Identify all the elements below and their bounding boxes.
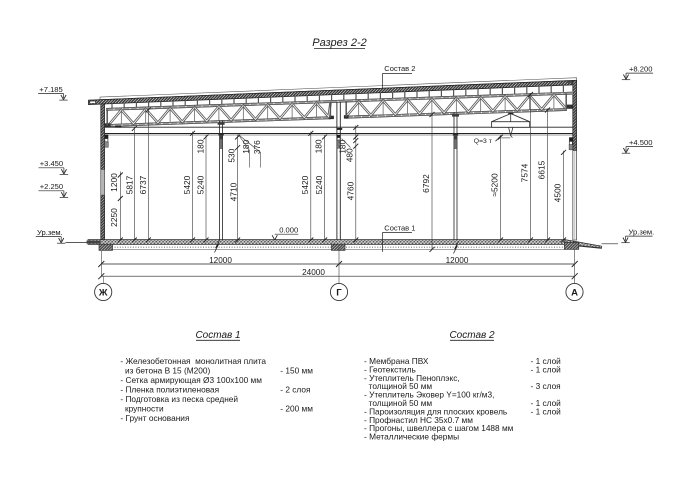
svg-text:- Грунт основания: - Грунт основания: [120, 413, 189, 423]
svg-text:Состав 2: Состав 2: [384, 64, 415, 73]
svg-text:180: 180: [337, 139, 347, 153]
svg-text:180: 180: [195, 139, 205, 153]
svg-text:- Утеплитель Эковер Y=100 кг/м: - Утеплитель Эковер Y=100 кг/м3,: [364, 390, 494, 400]
svg-text:≈5200: ≈5200: [490, 173, 500, 197]
svg-text:- 150 мм: - 150 мм: [280, 366, 313, 376]
svg-text:Q=3 т: Q=3 т: [474, 138, 492, 145]
svg-text:5420: 5420: [182, 175, 192, 194]
svg-text:376: 376: [252, 140, 262, 154]
svg-text:- Железобетонная монолитная п: - Железобетонная монолитная плита: [120, 356, 266, 366]
svg-text:Состав 1: Состав 1: [384, 224, 415, 233]
svg-text:1200: 1200: [109, 173, 119, 192]
svg-text:Разрез 2-2: Разрез 2-2: [312, 37, 367, 49]
svg-text:- 1 слой: - 1 слой: [531, 398, 562, 408]
svg-text:- Профнастил НС 35х0.7 мм: - Профнастил НС 35х0.7 мм: [364, 415, 473, 425]
svg-text:- Утеплитель Пеноплэкс,: - Утеплитель Пеноплэкс,: [364, 373, 460, 383]
svg-text:+8.200: +8.200: [629, 65, 652, 74]
svg-text:- Сетка армирующая Ø3 100х100: - Сетка армирующая Ø3 100х100 мм: [120, 375, 262, 385]
svg-text:6737: 6737: [138, 175, 148, 194]
svg-text:крупности: крупности: [120, 404, 164, 414]
svg-text:5817: 5817: [125, 175, 135, 194]
svg-text:Ур.зем.: Ур.зем.: [629, 228, 655, 237]
svg-text:- 1 слой: - 1 слой: [531, 356, 562, 366]
svg-text:- 1 слой: - 1 слой: [531, 406, 562, 416]
svg-text:12000: 12000: [446, 256, 469, 265]
svg-text:- Мембрана ПВХ: - Мембрана ПВХ: [364, 356, 429, 366]
svg-text:+7.185: +7.185: [39, 85, 62, 94]
svg-text:6792: 6792: [421, 174, 431, 193]
svg-text:толщиной 50 мм: толщиной 50 мм: [364, 398, 432, 408]
svg-text:толщиной 50 мм: толщиной 50 мм: [364, 381, 432, 391]
svg-text:5240: 5240: [314, 175, 324, 194]
svg-text:180: 180: [241, 139, 251, 153]
svg-text:- Геотекстиль: - Геотекстиль: [364, 364, 416, 374]
svg-text:4500: 4500: [553, 183, 563, 202]
svg-text:+3.450: +3.450: [40, 159, 63, 168]
svg-text:4760: 4760: [346, 181, 356, 200]
svg-text:- 1 слой: - 1 слой: [531, 364, 562, 374]
svg-text:7574: 7574: [520, 163, 530, 182]
svg-text:0.000: 0.000: [279, 226, 298, 235]
svg-text:- Металлические фермы: - Металлические фермы: [364, 432, 459, 442]
svg-text:- 200 мм: - 200 мм: [280, 404, 313, 414]
svg-text:5240: 5240: [196, 175, 206, 194]
svg-text:- 2 слоя: - 2 слоя: [280, 385, 310, 395]
svg-text:530: 530: [227, 148, 237, 162]
svg-text:- Прогоны, швеллера с шагом 14: - Прогоны, швеллера с шагом 1488 мм: [364, 423, 514, 433]
svg-text:- Пленка полиэтиленовая: - Пленка полиэтиленовая: [120, 385, 219, 395]
svg-text:6615: 6615: [537, 160, 547, 179]
svg-text:- Пароизоляция для плоских кро: - Пароизоляция для плоских кровель: [364, 406, 507, 416]
svg-text:А: А: [571, 287, 578, 298]
svg-text:Г: Г: [336, 287, 342, 298]
svg-text:Состав 2: Состав 2: [449, 330, 495, 341]
svg-text:Ур.зем.: Ур.зем.: [37, 228, 63, 237]
svg-text:Состав 1: Состав 1: [195, 330, 240, 341]
svg-text:180: 180: [314, 139, 324, 153]
svg-text:+4.500: +4.500: [629, 138, 652, 147]
svg-text:- Подготовка из песка средней: - Подготовка из песка средней: [120, 394, 238, 404]
svg-text:5420: 5420: [300, 175, 310, 194]
svg-text:12000: 12000: [209, 256, 232, 265]
svg-text:2250: 2250: [109, 208, 119, 227]
svg-text:+2.250: +2.250: [40, 182, 63, 191]
svg-text:4710: 4710: [228, 182, 238, 201]
svg-text:Ж: Ж: [98, 287, 108, 298]
svg-text:- 3 слоя: - 3 слоя: [531, 381, 561, 391]
svg-text:из бетона В 15 (М200): из бетона В 15 (М200): [120, 366, 210, 376]
svg-text:480: 480: [345, 148, 355, 162]
svg-text:24000: 24000: [302, 268, 325, 277]
